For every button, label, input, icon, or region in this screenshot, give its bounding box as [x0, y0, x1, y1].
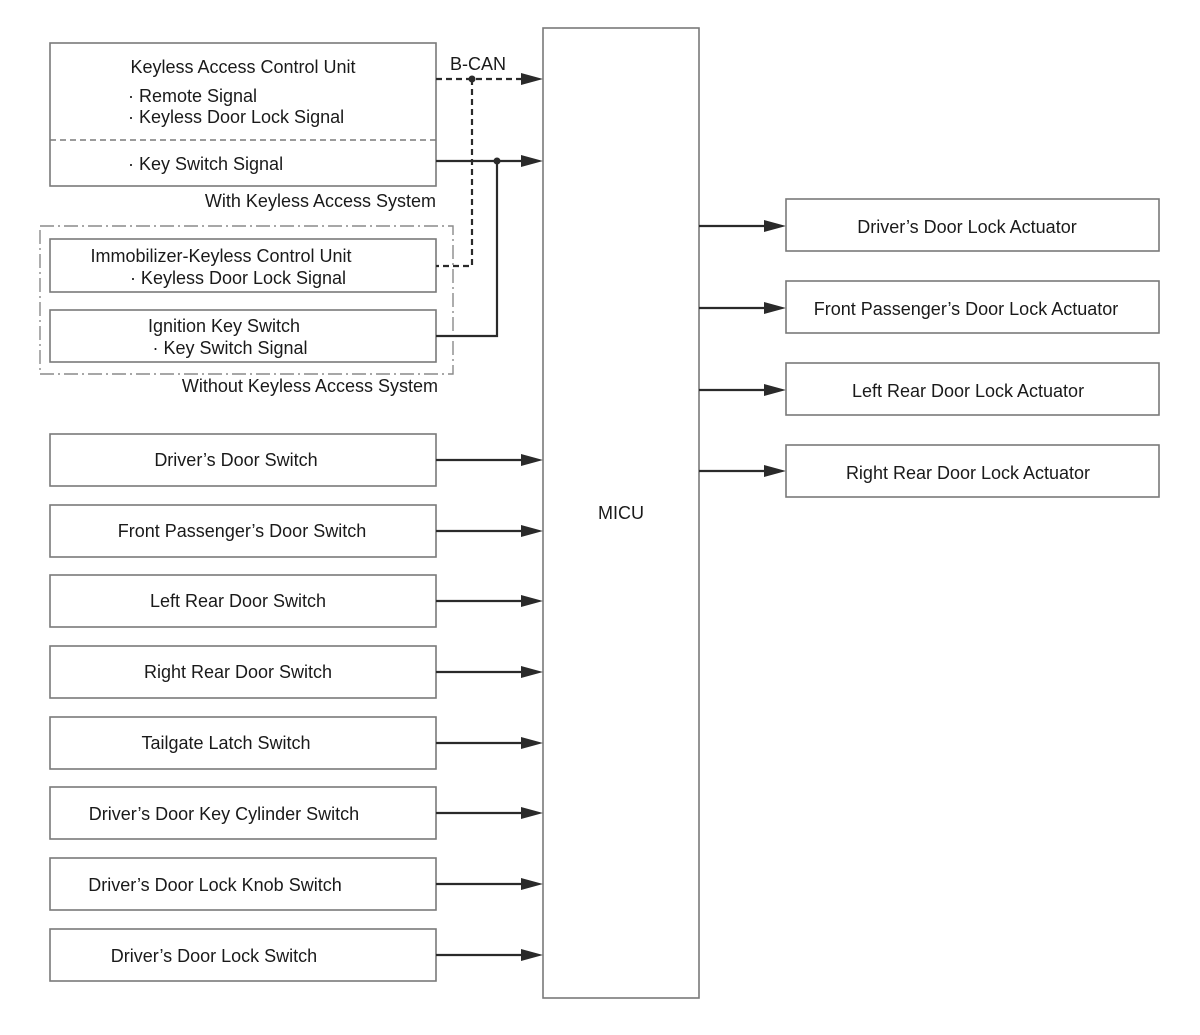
- b-can-junction: [468, 75, 476, 83]
- b-can-arrow: [521, 73, 543, 85]
- key-switch-signal-arrow: [521, 155, 543, 167]
- key-switch-junction: [493, 157, 501, 165]
- actuator-box: [785, 198, 1160, 252]
- actuator-arrow: [764, 220, 786, 232]
- input-switch-label: Tailgate Latch Switch: [141, 733, 310, 753]
- actuator-box: [785, 444, 1160, 498]
- input-switch-arrow: [521, 807, 543, 819]
- input-switch-label: Driver’s Door Lock Switch: [111, 946, 317, 966]
- input-switch: Front Passenger’s Door Switch: [49, 504, 543, 558]
- immobilizer-unit-door-lock-signal: · Keyless Door Lock Signal: [130, 268, 346, 288]
- input-switch-label: Driver’s Door Switch: [154, 450, 317, 470]
- actuator-arrow: [764, 384, 786, 396]
- actuator-box: [785, 280, 1160, 334]
- input-switch: Right Rear Door Switch: [49, 645, 543, 699]
- input-switch-label: Left Rear Door Switch: [150, 591, 326, 611]
- actuator-arrow: [764, 302, 786, 314]
- with-keyless-label: With Keyless Access System: [205, 191, 436, 211]
- keyless-access-control-unit-box: [49, 42, 437, 187]
- without-keyless-label: Without Keyless Access System: [182, 376, 438, 396]
- ignition-switch-title: Ignition Key Switch: [148, 316, 300, 336]
- input-switch-label: Driver’s Door Key Cylinder Switch: [89, 804, 359, 824]
- actuator: Left Rear Door Lock Actuator: [699, 362, 1160, 416]
- ignition-switch-key-signal: · Key Switch Signal: [152, 338, 307, 358]
- b-can-label: B-CAN: [450, 54, 506, 74]
- input-switch-box: [49, 928, 437, 982]
- ignition-key-switch-line: [436, 161, 499, 338]
- without-keyless-group: [39, 225, 454, 375]
- immobilizer-unit-title: Immobilizer-Keyless Control Unit: [90, 246, 351, 266]
- actuator-label: Driver’s Door Lock Actuator: [857, 217, 1076, 237]
- input-switch-box: [49, 716, 437, 770]
- input-switch: Driver’s Door Lock Switch: [49, 928, 543, 982]
- micu-label: MICU: [598, 503, 644, 523]
- actuator-label: Front Passenger’s Door Lock Actuator: [814, 299, 1119, 319]
- actuator-arrow: [764, 465, 786, 477]
- input-switch-arrow: [521, 595, 543, 607]
- ignition-key-switch-box: [49, 309, 437, 363]
- input-switch: Left Rear Door Switch: [49, 574, 543, 628]
- input-switch: Tailgate Latch Switch: [49, 716, 543, 770]
- input-switch: Driver’s Door Switch: [49, 433, 543, 487]
- actuator: Front Passenger’s Door Lock Actuator: [699, 280, 1160, 334]
- input-switch-box: [49, 645, 437, 699]
- input-switch: Driver’s Door Key Cylinder Switch: [49, 786, 543, 840]
- input-switch-label: Front Passenger’s Door Switch: [118, 521, 366, 541]
- input-switch-arrow: [521, 949, 543, 961]
- input-switch-arrow: [521, 525, 543, 537]
- actuator-label: Right Rear Door Lock Actuator: [846, 463, 1090, 483]
- input-switch-label: Right Rear Door Switch: [144, 662, 332, 682]
- keyless-unit-door-lock-signal: · Keyless Door Lock Signal: [128, 107, 344, 127]
- input-switch-box: [49, 433, 437, 487]
- input-switch-box: [49, 504, 437, 558]
- b-can-immobilizer-line: [436, 79, 474, 268]
- input-switch: Driver’s Door Lock Knob Switch: [49, 857, 543, 911]
- input-switch-arrow: [521, 454, 543, 466]
- keyless-unit-title: Keyless Access Control Unit: [130, 57, 355, 77]
- input-switch-arrow: [521, 878, 543, 890]
- micu-box: [542, 27, 700, 999]
- actuator-label: Left Rear Door Lock Actuator: [852, 381, 1084, 401]
- input-switch-arrow: [521, 666, 543, 678]
- actuator: Right Rear Door Lock Actuator: [699, 444, 1160, 498]
- input-switch-box: [49, 786, 437, 840]
- actuator: Driver’s Door Lock Actuator: [699, 198, 1160, 252]
- keyless-unit-remote-signal: · Remote Signal: [128, 86, 257, 106]
- input-switch-label: Driver’s Door Lock Knob Switch: [88, 875, 341, 895]
- input-switch-arrow: [521, 737, 543, 749]
- keyless-unit-key-switch-signal: · Key Switch Signal: [128, 154, 283, 174]
- actuator-box: [785, 362, 1160, 416]
